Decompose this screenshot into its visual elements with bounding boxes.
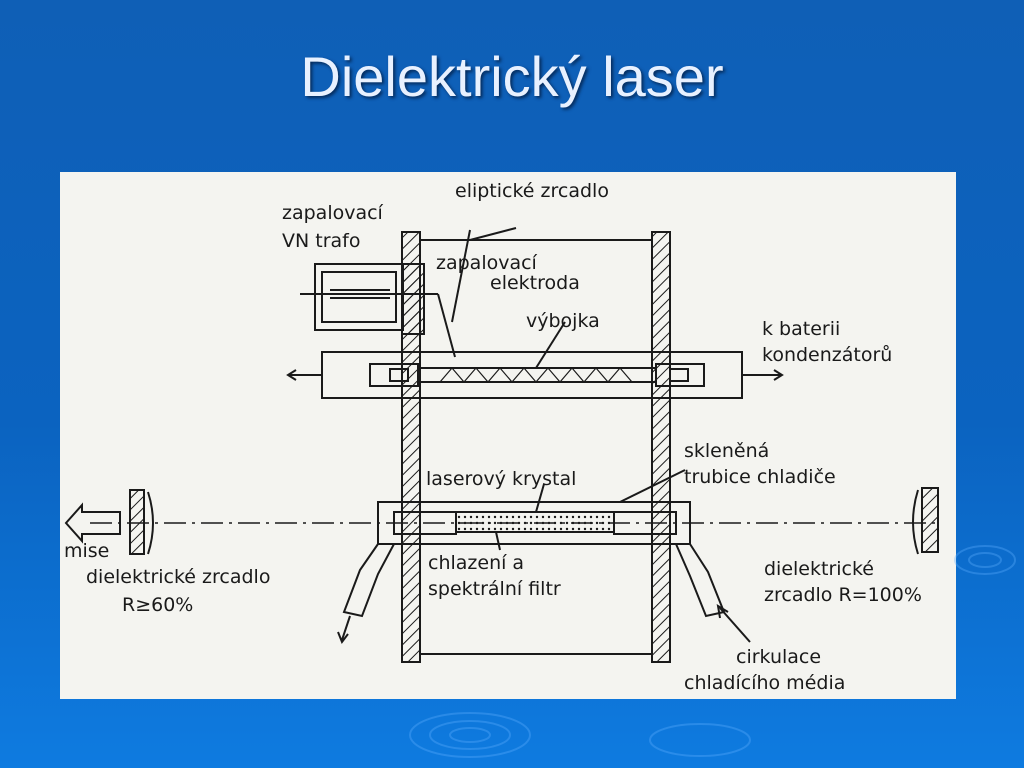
label-flash-lamp: výbojka [526, 310, 600, 332]
mirror-left [129, 489, 145, 555]
label-cooling-filter-2: spektrální filtr [428, 578, 561, 600]
label-right-mirror-2: zrcadlo R=100% [764, 584, 922, 606]
label-left-mirror-2: R≥60% [122, 594, 194, 616]
mirror-wall-right [651, 231, 671, 663]
label-ignition-transformer-1: zapalovací [282, 202, 383, 224]
label-emission: mise [64, 540, 110, 562]
flash-lamp-housing [321, 351, 743, 399]
label-to-capacitor-bank-1: k baterii [762, 318, 841, 340]
label-glass-tube-2: trubice chladiče [684, 466, 836, 488]
laser-schematic-drawing [64, 227, 940, 663]
mirror-wall-left [401, 231, 421, 663]
label-elliptic-mirror: eliptické zrcadlo [455, 180, 609, 202]
coolant-inlet [342, 543, 395, 618]
label-ignition-electrode-1: zapalovací [436, 252, 537, 274]
label-ignition-transformer-2: VN trafo [282, 230, 361, 252]
slide-title: Dielektrický laser [300, 45, 724, 108]
label-coolant-circulation-2: chladícího média [684, 672, 846, 694]
label-left-mirror-1: dielektrické zrcadlo [86, 566, 271, 588]
label-glass-tube-1: skleněná [684, 440, 770, 462]
label-right-mirror-1: dielektrické [764, 558, 875, 580]
emission-arrow [64, 502, 121, 544]
coolant-outlet [675, 543, 726, 618]
label-coolant-circulation-1: cirkulace [736, 646, 822, 668]
ignition-electrode [437, 293, 456, 358]
label-cooling-filter-1: chlazení a [428, 552, 525, 574]
laser-diagram: eliptické zrcadlo zapalovací VN trafo za… [60, 172, 956, 699]
label-to-capacitor-bank-2: kondenzátorů [762, 344, 893, 366]
label-laser-crystal: laserový krystal [426, 468, 577, 490]
mirror-right [921, 487, 939, 553]
laser-crystal [455, 511, 615, 533]
label-ignition-electrode-2: elektroda [490, 272, 580, 294]
